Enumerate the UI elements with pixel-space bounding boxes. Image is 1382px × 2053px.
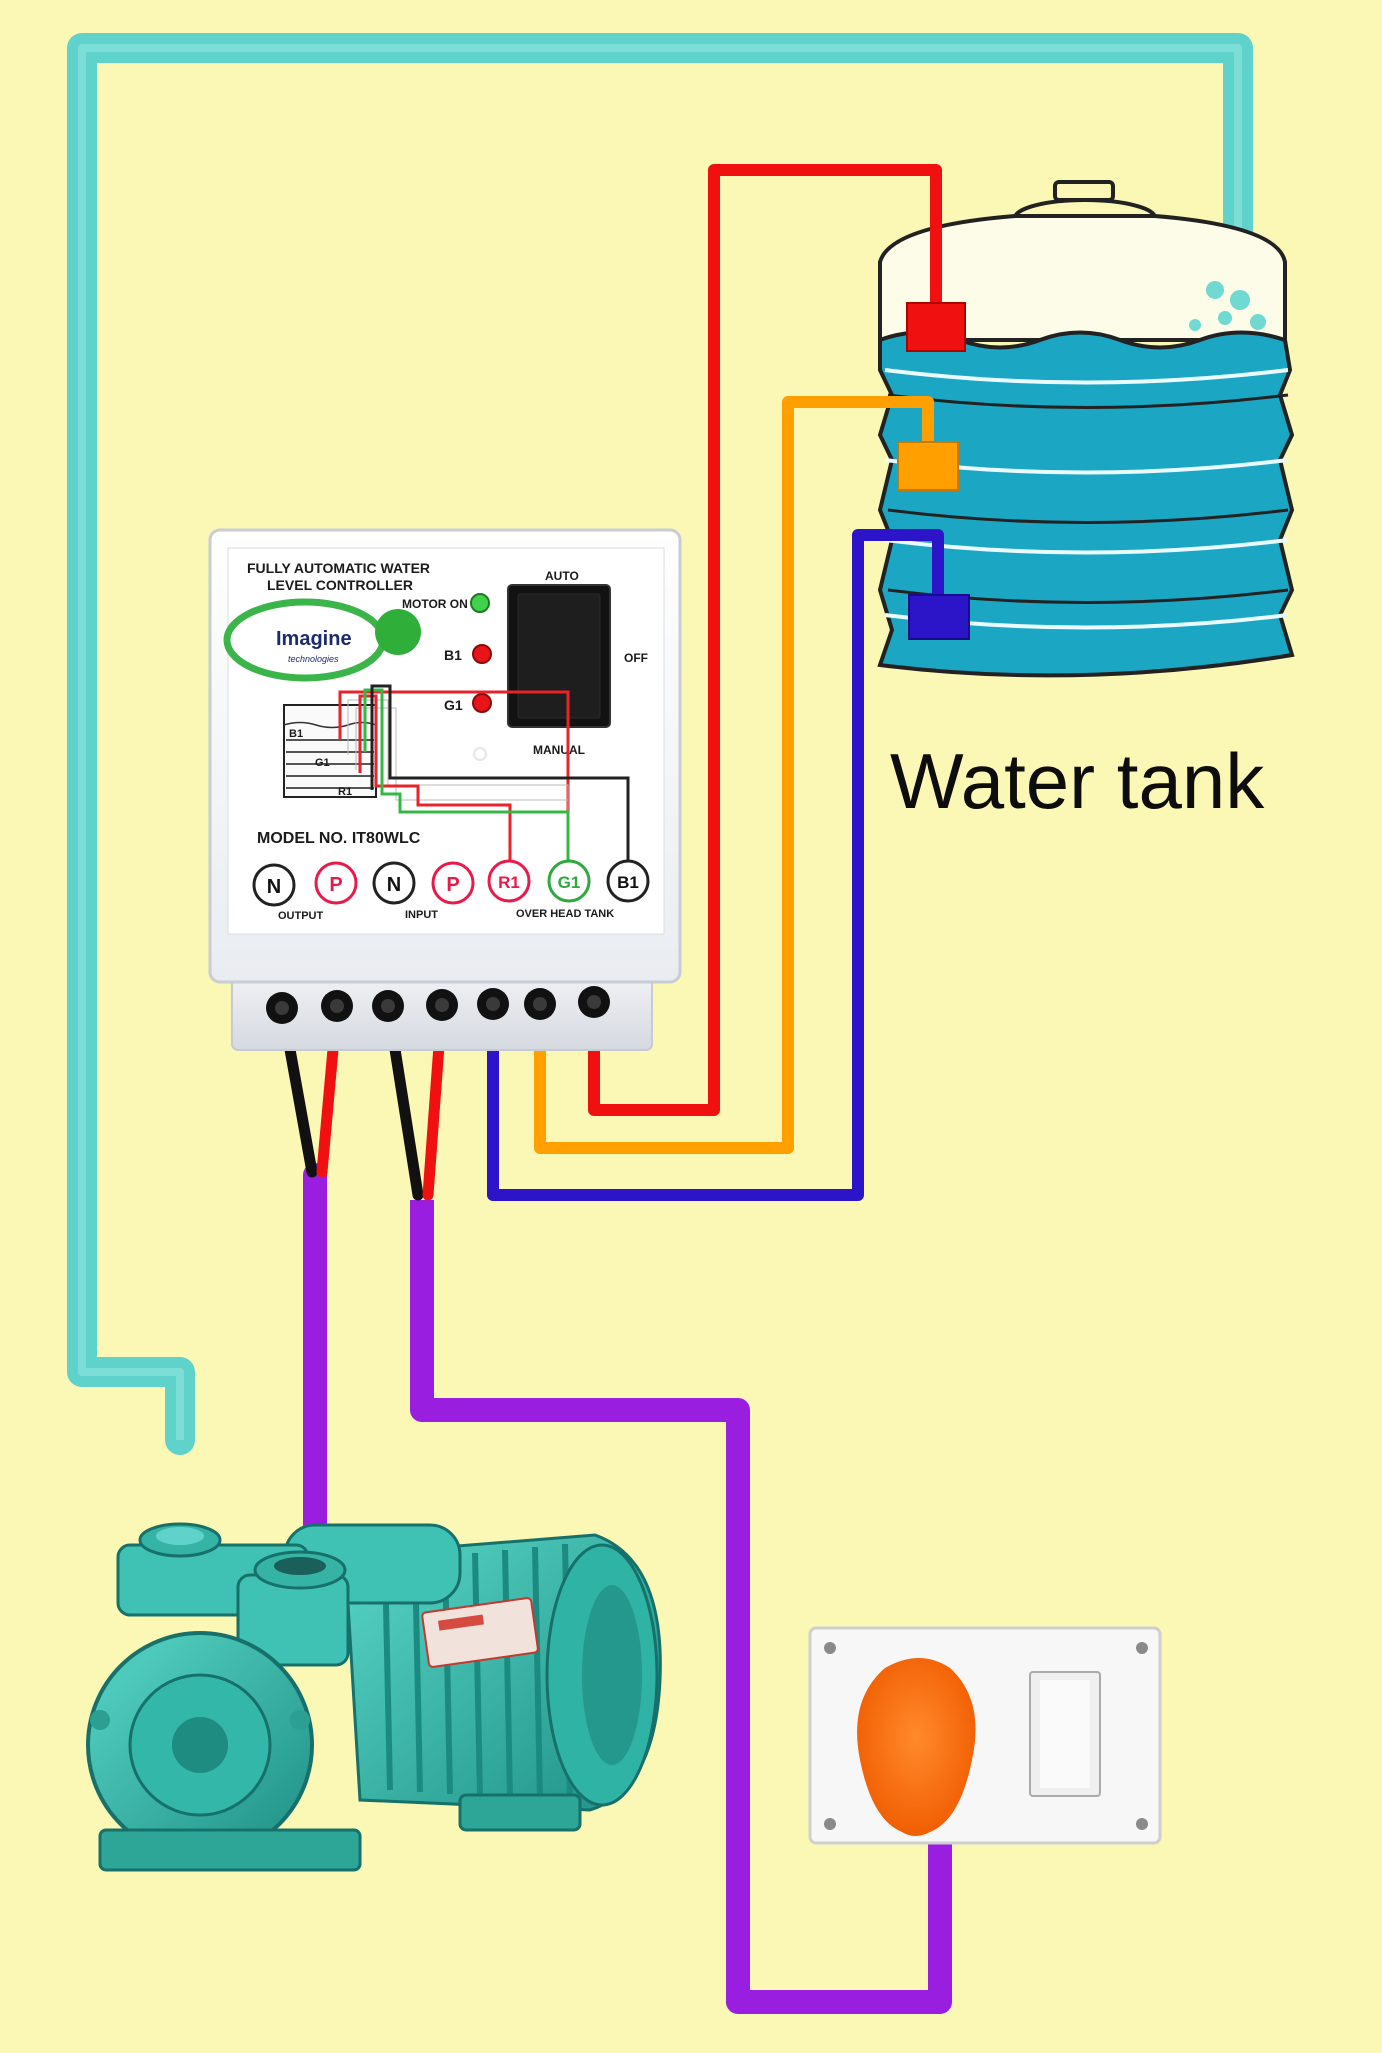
- diagram-title: Water tank: [890, 737, 1265, 825]
- terminal-r1: R1: [498, 873, 520, 892]
- mini-tank-diagram: B1 G1 R1: [283, 684, 630, 862]
- reset-dot-icon: [473, 747, 487, 761]
- input-group-label: INPUT: [405, 909, 438, 921]
- model-number: MODEL NO. IT80WLC: [257, 830, 421, 847]
- red-led-icon: [472, 644, 492, 664]
- terminal-output-p: P: [329, 874, 342, 896]
- terminal-input-n: N: [387, 874, 401, 896]
- mini-tank-label-g1: G1: [315, 757, 330, 769]
- brand-subtitle: technologies: [288, 654, 339, 664]
- mini-tank-label-b1: R1: [338, 786, 352, 798]
- brand-logo: Imagine technologies: [223, 598, 421, 682]
- wall-socket-icon: [808, 1626, 1162, 1845]
- controller-heading-line2: LEVEL CONTROLLER: [267, 577, 413, 593]
- mini-tank-label-r1: B1: [289, 728, 303, 740]
- terminal-g1: G1: [558, 873, 581, 892]
- controller-heading-line1: FULLY AUTOMATIC WATER: [247, 560, 430, 576]
- overhead-tank-group-label: OVER HEAD TANK: [516, 908, 614, 920]
- terminal-badges: N P N P R1 G1 B1: [252, 859, 650, 907]
- green-led-icon: [470, 593, 490, 613]
- brand-name: Imagine: [276, 628, 352, 650]
- switch-off-label: OFF: [624, 651, 648, 665]
- blue-sensor-probe: [908, 594, 970, 640]
- switch-auto-label: AUTO: [545, 569, 579, 583]
- terminal-b1: B1: [617, 873, 639, 892]
- sensor-wires: [487, 164, 944, 1201]
- terminal-input-p: P: [446, 874, 459, 896]
- plug-icon: [857, 1658, 976, 1836]
- water-pump-icon: [86, 1522, 662, 1872]
- water-pipe: [67, 33, 1253, 1455]
- orange-sensor-probe: [897, 441, 959, 491]
- screw-terminals: [266, 986, 610, 1024]
- power-wires: [303, 1163, 952, 2014]
- red-led-icon: [472, 693, 492, 713]
- switch-manual-label: MANUAL: [533, 743, 585, 757]
- red-sensor-probe: [906, 302, 966, 352]
- terminal-output-n: N: [267, 876, 281, 898]
- b1-label: B1: [444, 647, 462, 663]
- output-group-label: OUTPUT: [278, 910, 324, 922]
- level-controller: FULLY AUTOMATIC WATER LEVEL CONTROLLER I…: [208, 528, 682, 1051]
- motor-on-label: MOTOR ON: [402, 597, 468, 611]
- g1-label: G1: [444, 697, 463, 713]
